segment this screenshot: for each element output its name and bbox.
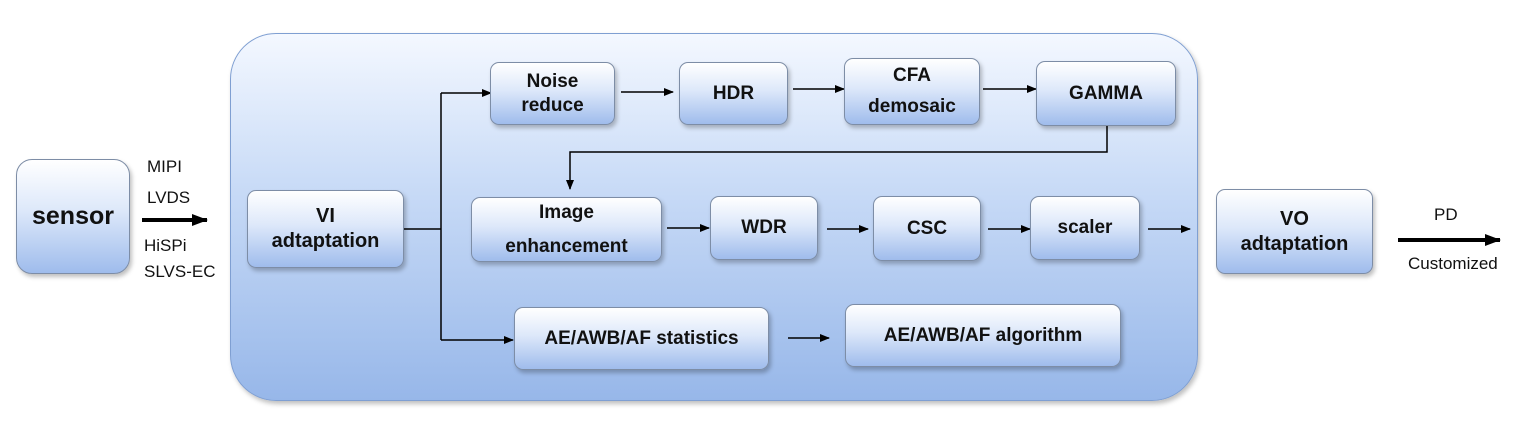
cfa-demosaic-block: CFA demosaic — [844, 58, 980, 125]
wdr-label: WDR — [741, 217, 787, 239]
vi-line1: VI — [316, 205, 335, 227]
mipi-label: MIPI — [147, 157, 182, 176]
sensor-label: sensor — [32, 201, 114, 230]
noise-line2: reduce — [521, 94, 584, 116]
noise-line1: Noise — [526, 70, 579, 92]
cfa-line2: demosaic — [868, 95, 956, 117]
csc-block: CSC — [873, 196, 981, 261]
slvs-ec-label: SLVS-EC — [144, 262, 216, 281]
ae-stats-label: AE/AWB/AF statistics — [544, 327, 739, 349]
vi-line2: adtaptation — [271, 230, 380, 252]
vi-adaptation-block: VI adtaptation — [247, 190, 404, 268]
sensor-block: sensor — [16, 159, 130, 274]
hdr-block: HDR — [679, 62, 788, 125]
hispi-label: HiSPi — [144, 236, 187, 255]
ae-awb-af-statistics-block: AE/AWB/AF statistics — [514, 307, 769, 370]
wdr-block: WDR — [710, 196, 818, 260]
ae-awb-af-algorithm-block: AE/AWB/AF algorithm — [845, 304, 1121, 367]
cfa-line1: CFA — [893, 65, 931, 87]
image-enh-line2: enhancement — [505, 235, 628, 257]
ae-algo-label: AE/AWB/AF algorithm — [883, 324, 1083, 346]
gamma-label: GAMMA — [1069, 82, 1143, 104]
gamma-block: GAMMA — [1036, 61, 1176, 126]
csc-label: CSC — [906, 217, 948, 239]
gamma-to-enhancement-wire — [566, 126, 1108, 190]
image-enh-line1: Image — [539, 202, 594, 224]
image-enhancement-block: Image enhancement — [471, 197, 662, 262]
lvds-label: LVDS — [147, 188, 191, 207]
pd-label: PD — [1434, 205, 1458, 224]
hdr-label: HDR — [712, 82, 755, 104]
customized-label: Customized — [1408, 254, 1498, 273]
scaler-label: scaler — [1057, 217, 1113, 239]
noise-reduce-block: Noise reduce — [490, 62, 615, 125]
vo-line2: adtaptation — [1240, 232, 1349, 255]
vo-line1: VO — [1280, 207, 1309, 230]
scaler-block: scaler — [1030, 196, 1140, 260]
vo-adaptation-block: VO adtaptation — [1216, 189, 1373, 274]
